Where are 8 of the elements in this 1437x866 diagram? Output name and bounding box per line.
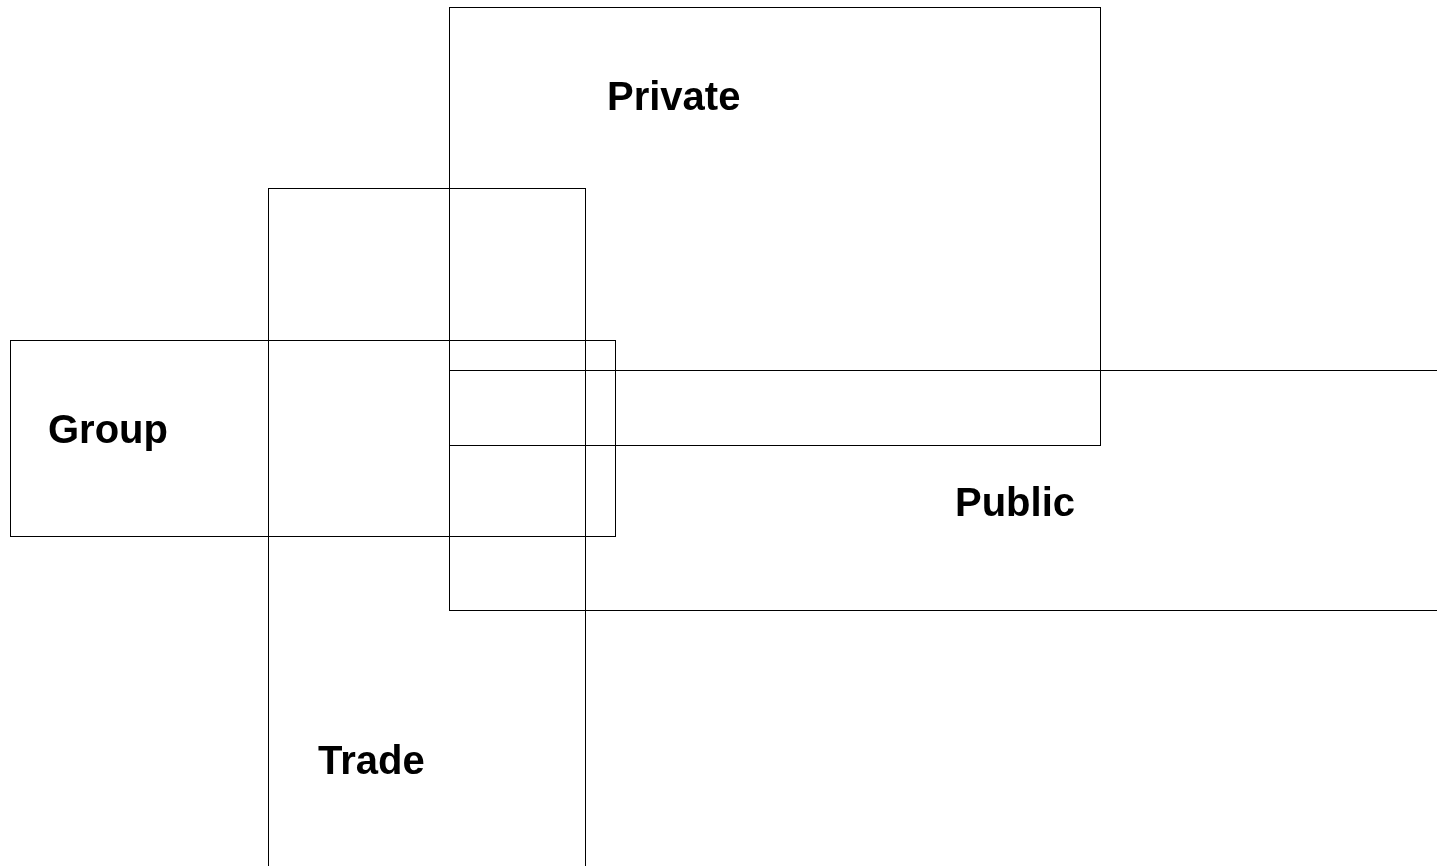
region-box xyxy=(268,188,586,866)
region-box xyxy=(449,370,1437,611)
region-box xyxy=(449,7,1101,446)
region-label: Group xyxy=(48,409,168,449)
region-label: Trade xyxy=(318,740,425,780)
region-label: Public xyxy=(955,482,1076,522)
region-label: Private xyxy=(607,76,741,116)
region-box xyxy=(10,340,616,537)
